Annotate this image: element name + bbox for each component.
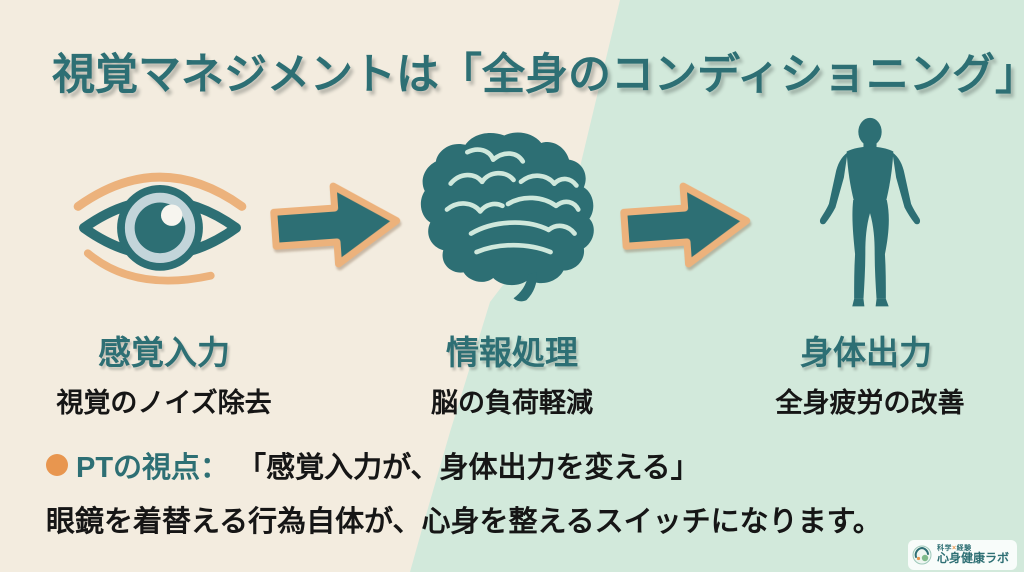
step-label-sensory-input: 感覚入力 [98, 334, 230, 371]
step-label-body-output: 身体出力 [800, 334, 932, 371]
pt-note-line2: 眼鏡を着替える行為自体が、心身を整えるスイッチになります。 [46, 506, 882, 538]
page-title: 視覚マネジメントは「全身のコンディショニング」 [52, 51, 1024, 99]
step-sublabel-visual-noise: 視覚のノイズ除去 [56, 388, 272, 418]
brand-tagline-x: × [951, 545, 957, 553]
body-icon-svg [819, 117, 921, 307]
brand-tagline: 科学×経験 [937, 545, 1009, 552]
eye-icon [72, 144, 248, 302]
step-sublabel-fatigue: 全身疲労の改善 [775, 388, 965, 418]
globe-leaf-icon [912, 545, 932, 565]
brain-icon-svg [420, 132, 594, 302]
brand-tagline-left: 科学 [936, 545, 952, 553]
bullet-dot-icon [46, 454, 68, 476]
brand-logo: 科学×経験 心身健康ラボ [907, 540, 1017, 570]
right-arrow-svg [620, 182, 751, 268]
brain-icon [418, 130, 598, 302]
pt-note-prefix: PTの視点： [76, 452, 230, 484]
body-icon [816, 116, 924, 312]
right-arrow-icon [616, 170, 755, 286]
step-label-information-processing: 情報処理 [446, 334, 578, 371]
right-arrow-icon [266, 170, 405, 286]
eye-icon-svg [73, 172, 247, 285]
step-sublabel-brain-load: 脳の負荷軽減 [431, 388, 593, 418]
pt-note-line1: PTの視点： 「感覚入力が、身体出力を変える」 [46, 444, 700, 486]
brand-tagline-right: 経験 [956, 545, 972, 553]
brand-logo-texts: 科学×経験 心身健康ラボ [937, 545, 1009, 565]
brand-name: 心身健康ラボ [936, 551, 1009, 566]
pt-note-quote: 「感覚入力が、身体出力を変える」 [237, 452, 700, 484]
right-arrow-svg [270, 182, 401, 268]
